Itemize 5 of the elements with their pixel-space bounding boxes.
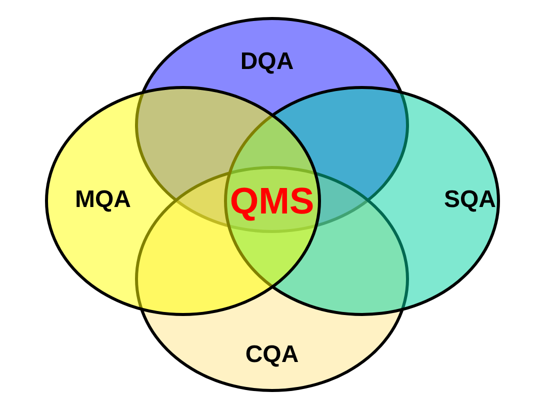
set-label: MQA [75, 188, 131, 212]
overlap-label: QMS [230, 182, 314, 220]
set-label: SQA [444, 188, 496, 212]
set-label: DQA [240, 50, 294, 74]
set-label: CQA [245, 343, 299, 367]
